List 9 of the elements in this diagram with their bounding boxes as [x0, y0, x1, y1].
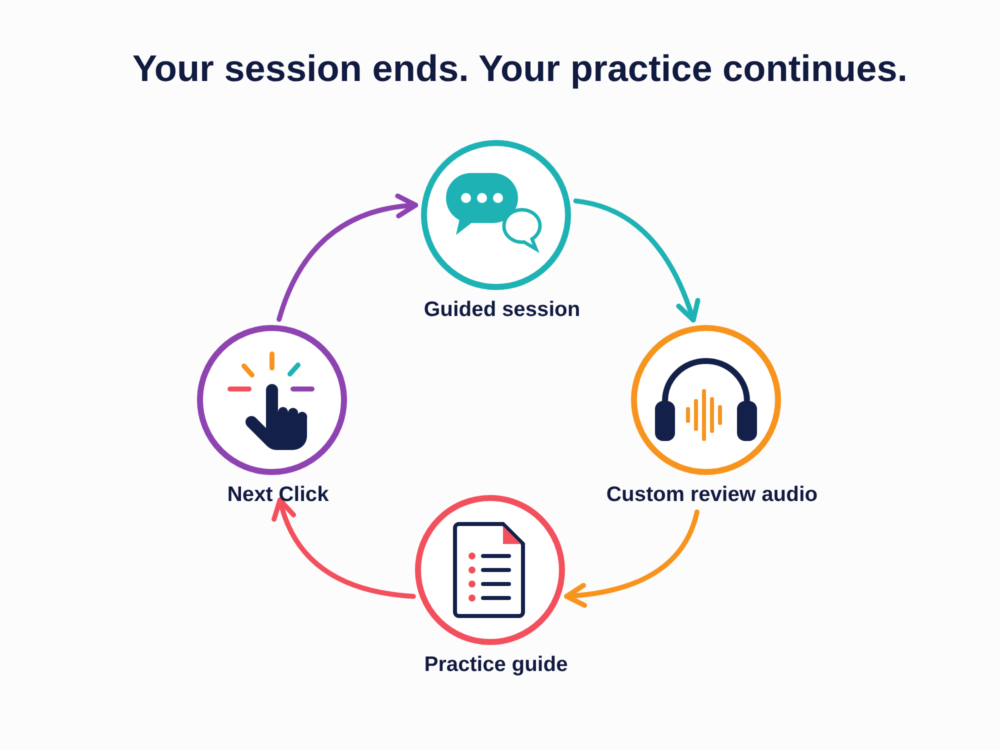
curved-arrow — [272, 498, 416, 599]
curved-arrow — [573, 198, 700, 322]
step-label: Practice guide — [423, 653, 569, 677]
step-label: Custom review audio — [605, 483, 819, 507]
curved-arrow — [276, 194, 418, 322]
step-label: Guided session — [422, 298, 582, 322]
step-label: Next Click — [226, 483, 330, 507]
title: Your session ends. Your practice continues. — [131, 48, 909, 90]
curved-arrow — [564, 510, 700, 608]
